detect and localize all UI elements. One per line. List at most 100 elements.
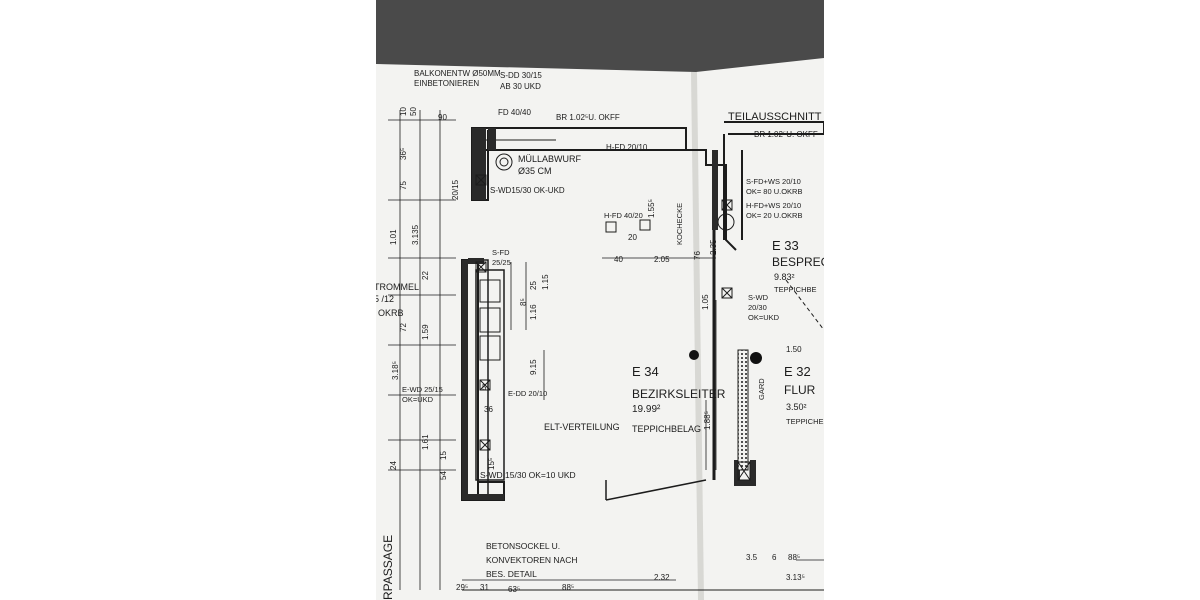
- dim: 1.15: [541, 274, 550, 290]
- sfd-ws-1: S-FD+WS 20/10: [746, 177, 801, 186]
- marker-dot: [750, 352, 762, 364]
- trommel-1: TROMMEL: [376, 282, 419, 292]
- swd-20-30: S-WD: [748, 293, 769, 302]
- room-floor: TEPPICHBE: [774, 285, 817, 294]
- dim: 20: [628, 233, 637, 242]
- hfd-ws: H-FD+WS 20/10: [746, 201, 801, 210]
- trommel-3: OKRB: [378, 308, 404, 318]
- dimension-lines: [388, 110, 824, 590]
- marker-dot: [689, 350, 699, 360]
- beton-line2: KONVEKTOREN NACH: [486, 555, 577, 565]
- gard-label: GARD: [757, 378, 766, 400]
- sfd-25-size: 25/25: [492, 258, 511, 267]
- dim: 5: [482, 383, 487, 392]
- br-label-left: BR 1.02⁵U. OKFF: [556, 113, 620, 122]
- trommel-2: 5 /12: [376, 294, 394, 304]
- hfd-40-20: H-FD 40/20: [604, 211, 643, 220]
- dim: 22: [421, 271, 430, 280]
- room-name: BESPREC: [772, 255, 824, 269]
- ewd-ok: OK=UKD: [402, 395, 434, 404]
- dim: 1.88⁵: [703, 411, 712, 430]
- room-floor: TEPPICHBELAG: [632, 424, 701, 434]
- dim: 50: [409, 107, 418, 116]
- room-e32: E 32 FLUR 3.50² TEPPICHE: [784, 364, 824, 426]
- dim: 6: [772, 553, 777, 562]
- paper-crease: [691, 71, 704, 600]
- dim: 76: [693, 251, 702, 260]
- balkon-line2: EINBETONIEREN: [414, 79, 479, 88]
- window-arc: [605, 479, 707, 501]
- room-id: E 32: [784, 364, 811, 379]
- room-e34: E 34 BEZIRKSLEITER 19.99² TEPPICHBELAG: [632, 364, 726, 434]
- dim: 1.61: [421, 434, 430, 450]
- dim: 10: [399, 107, 408, 116]
- dim: 24: [389, 461, 398, 470]
- dim: 1.50: [786, 345, 802, 354]
- dim: 3.13⁵: [786, 573, 805, 582]
- teilausschnitt-title: TEILAUSSCHNITT: [728, 111, 822, 123]
- room-area: 19.99²: [632, 404, 661, 415]
- br-label-right: BR 1.02⁵U. OKFF: [754, 130, 818, 139]
- dim: 29⁵: [456, 583, 468, 592]
- dim: 88⁵: [788, 553, 800, 562]
- opening-markers: [475, 153, 751, 481]
- room-area: 3.50²: [786, 402, 807, 412]
- dim: 3.135: [411, 224, 420, 245]
- sfd-25: S-FD: [492, 248, 510, 257]
- room-e33: E 33 BESPREC 9.83² TEPPICHBE: [772, 238, 824, 294]
- room-name: FLUR: [784, 383, 816, 397]
- ok-20: OK= 20 U.OKRB: [746, 211, 802, 220]
- sdd-line1: S-DD 30/15: [500, 71, 542, 80]
- corridor-column: [737, 349, 749, 471]
- passage-label: RPASSAGE: [381, 535, 395, 600]
- room-name: BEZIRKSLEITER: [632, 387, 726, 401]
- dim: 36: [484, 405, 493, 414]
- dim: 3.18⁵: [391, 361, 400, 380]
- beton-line3: BES. DETAIL: [486, 569, 537, 579]
- top-right-wall: [724, 121, 824, 135]
- ewd-label: E-WD 25/15: [402, 385, 443, 394]
- shaft-column: [475, 269, 505, 481]
- dim: 90: [438, 113, 447, 122]
- dim: 40: [614, 255, 623, 264]
- elt-label: ELT-VERTEILUNG: [544, 422, 620, 432]
- edd-label: E-DD 20/10: [508, 389, 547, 398]
- dim: 1.01: [389, 229, 398, 245]
- dim: 54: [439, 471, 448, 480]
- shaft-label: MÜLLABWURF: [518, 154, 582, 164]
- dim: 15⁵: [487, 458, 496, 470]
- swd-20-30-ok: OK=UKD: [748, 313, 780, 322]
- dim: 72: [399, 323, 408, 332]
- dim: 25: [529, 281, 538, 290]
- swd-bottom: S-WD 15/30 OK=10 UKD: [480, 470, 576, 480]
- dim: 75: [399, 181, 408, 190]
- shaft-diameter: Ø35 CM: [518, 166, 552, 176]
- swd-20-30-size: 20/30: [748, 303, 767, 312]
- dim: 15: [439, 451, 448, 460]
- dim: 3.5: [746, 553, 758, 562]
- fd-label: FD 40/40: [498, 108, 531, 117]
- ok-80: OK= 80 U.OKRB: [746, 187, 802, 196]
- room-floor: TEPPICHE: [786, 417, 824, 426]
- dim: 20/15: [451, 179, 460, 200]
- shaft-hfd: H-FD 20/10: [606, 143, 648, 152]
- room-id: E 33: [772, 238, 799, 253]
- paper-sheet: [376, 58, 824, 600]
- dim: 8⁵: [519, 298, 528, 306]
- dim: 88⁵: [562, 583, 574, 592]
- dim: 1.16: [529, 304, 538, 320]
- dim: 9.15: [529, 359, 538, 375]
- dim: 1.05: [701, 294, 710, 310]
- room-id: E 34: [632, 364, 659, 379]
- floor-plan-photo: BALKONENTW Ø50MM EINBETONIEREN S-DD 30/1…: [376, 0, 824, 600]
- sdd-line2: AB 30 UKD: [500, 82, 541, 91]
- beton-line1: BETONSOCKEL U.: [486, 541, 560, 551]
- dim: 2.32: [654, 573, 670, 582]
- dim: 63⁵: [508, 585, 520, 594]
- balkon-line1: BALKONENTW Ø50MM: [414, 69, 501, 78]
- dim: 36⁵: [399, 148, 408, 160]
- shaft-swd: S-WD15/30 OK-UKD: [490, 186, 565, 195]
- dim: 2.35: [709, 239, 718, 255]
- dim: 2.05: [654, 255, 670, 264]
- dim: 31: [480, 583, 489, 592]
